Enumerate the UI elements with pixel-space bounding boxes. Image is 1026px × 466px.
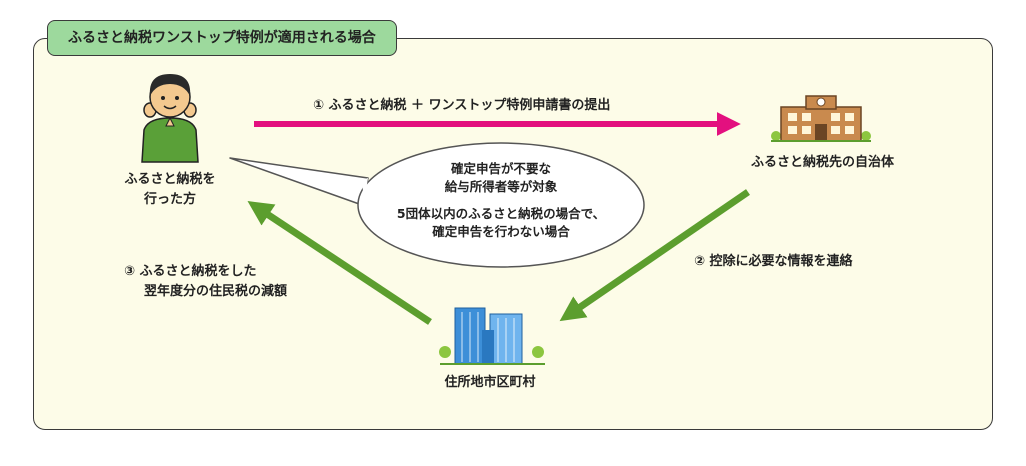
bubble-text: 確定申告が不要な 給与所得者等が対象 5団体以内のふるさと納税の場合で、 確定申… <box>368 160 634 241</box>
municipality-label: ふるさと納税先の自治体 <box>750 155 894 170</box>
person-label-line2: 行った方 <box>143 192 196 207</box>
arrow-step3 <box>247 201 432 325</box>
town-hall-icon <box>771 95 871 142</box>
person-label-line1: ふるさと納税を <box>124 172 216 187</box>
bubble-line2: 給与所得者等が対象 <box>444 179 558 194</box>
bubble-line3: 5団体以内のふるさと納税の場合で、 <box>396 206 606 221</box>
speech-bubble <box>229 142 645 268</box>
step3-label: ③ ふるさと納税をした 翌年度分の住民税の減額 <box>124 262 287 302</box>
bubble-line1: 確定申告が不要な <box>450 161 551 176</box>
person-icon <box>141 74 199 163</box>
step3-label-line1: ③ ふるさと納税をした <box>124 264 257 279</box>
arrow-step2 <box>559 189 750 322</box>
step1-label: ① ふるさと納税 ＋ ワンストップ特例申請書の提出 <box>313 98 611 113</box>
step3-label-line2: 翌年度分の住民税の減額 <box>144 284 288 299</box>
diagram-title: ふるさと納税ワンストップ特例が適用される場合 <box>47 20 397 56</box>
bubble-line4: 確定申告を行わない場合 <box>432 224 570 239</box>
residence-label: 住所地市区町村 <box>444 375 536 390</box>
step2-label: ② 控除に必要な情報を連絡 <box>694 254 853 269</box>
office-building-icon <box>439 307 545 365</box>
person-label: ふるさと納税を 行った方 <box>95 170 245 210</box>
